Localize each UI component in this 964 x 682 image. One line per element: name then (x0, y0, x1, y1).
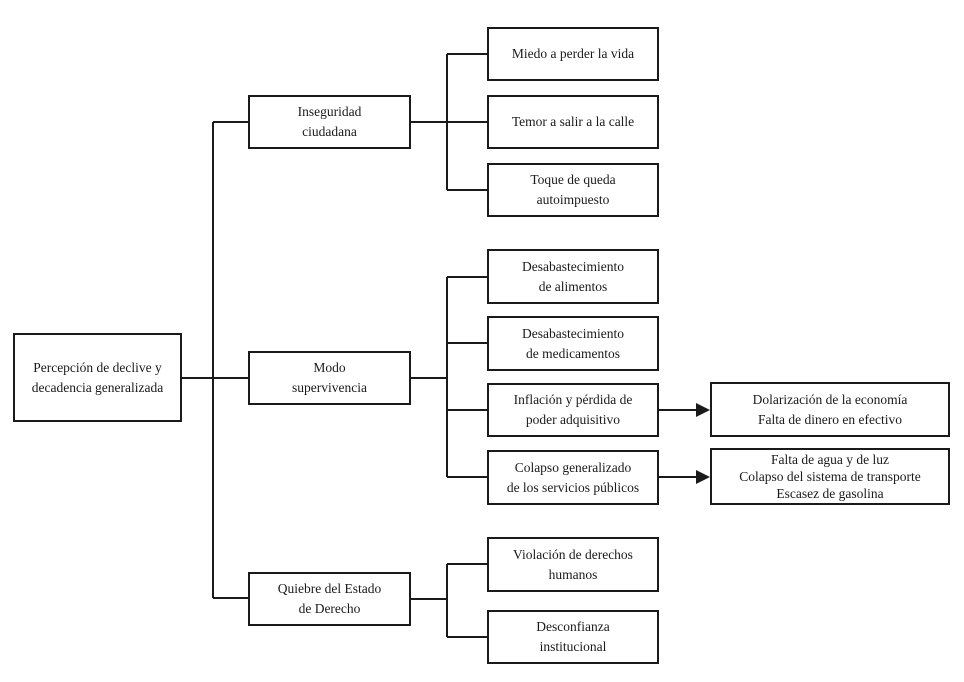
node-dolarizacion-economia-label: Dolarización de la economía Falta de din… (752, 391, 908, 427)
node-modo-supervivencia-label: Modo supervivencia (292, 360, 367, 395)
arrowhead-faltaagua (696, 470, 710, 484)
node-inseguridad-ciudadana: Inseguridad ciudadana (248, 95, 411, 149)
node-toque-de-queda: Toque de queda autoimpuesto (487, 163, 659, 217)
node-violacion-derechos-humanos-label: Violación de derechos humanos (513, 546, 633, 582)
node-toque-de-queda-label: Toque de queda autoimpuesto (530, 172, 616, 207)
node-colapso-servicios-publicos: Colapso generalizado de los servicios pú… (487, 450, 659, 505)
node-modo-supervivencia: Modo supervivencia (248, 351, 411, 405)
node-violacion-derechos-humanos: Violación de derechos humanos (487, 537, 659, 592)
node-percepcion-declive: Percepción de declive y decadencia gener… (13, 333, 182, 422)
node-temor-salir-calle-label: Temor a salir a la calle (511, 114, 635, 129)
node-colapso-servicios-publicos-label: Colapso generalizado de los servicios pú… (506, 459, 640, 495)
node-desconfianza-institucional-label: Desconfianza institucional (536, 619, 610, 654)
node-miedo-perder-vida: Miedo a perder la vida (487, 27, 659, 81)
node-inflacion-perdida-poder: Inflación y pérdida de poder adquisitivo (487, 383, 659, 437)
node-desabastecimiento-medicamentos-label: Desabastecimiento de medicamentos (522, 325, 624, 361)
node-percepcion-declive-label: Percepción de declive y decadencia gener… (31, 359, 164, 395)
node-inflacion-perdida-poder-label: Inflación y pérdida de poder adquisitivo (513, 392, 633, 427)
node-inseguridad-ciudadana-label: Inseguridad ciudadana (297, 104, 362, 139)
node-temor-salir-calle: Temor a salir a la calle (487, 95, 659, 149)
node-falta-agua-luz-transporte: Falta de agua y de luz Colapso del siste… (710, 448, 950, 505)
node-desabastecimiento-alimentos-label: Desabastecimiento de alimentos (522, 258, 624, 294)
arrowhead-dolarizacion (696, 403, 710, 417)
node-desabastecimiento-alimentos: Desabastecimiento de alimentos (487, 249, 659, 304)
node-quiebre-estado-derecho-label: Quiebre del Estado de Derecho (277, 581, 382, 616)
node-miedo-perder-vida-label: Miedo a perder la vida (511, 46, 635, 61)
node-dolarizacion-economia: Dolarización de la economía Falta de din… (710, 382, 950, 437)
node-quiebre-estado-derecho: Quiebre del Estado de Derecho (248, 572, 411, 626)
node-falta-agua-luz-transporte-label: Falta de agua y de luz Colapso del siste… (739, 452, 921, 501)
node-desconfianza-institucional: Desconfianza institucional (487, 610, 659, 664)
node-desabastecimiento-medicamentos: Desabastecimiento de medicamentos (487, 316, 659, 371)
